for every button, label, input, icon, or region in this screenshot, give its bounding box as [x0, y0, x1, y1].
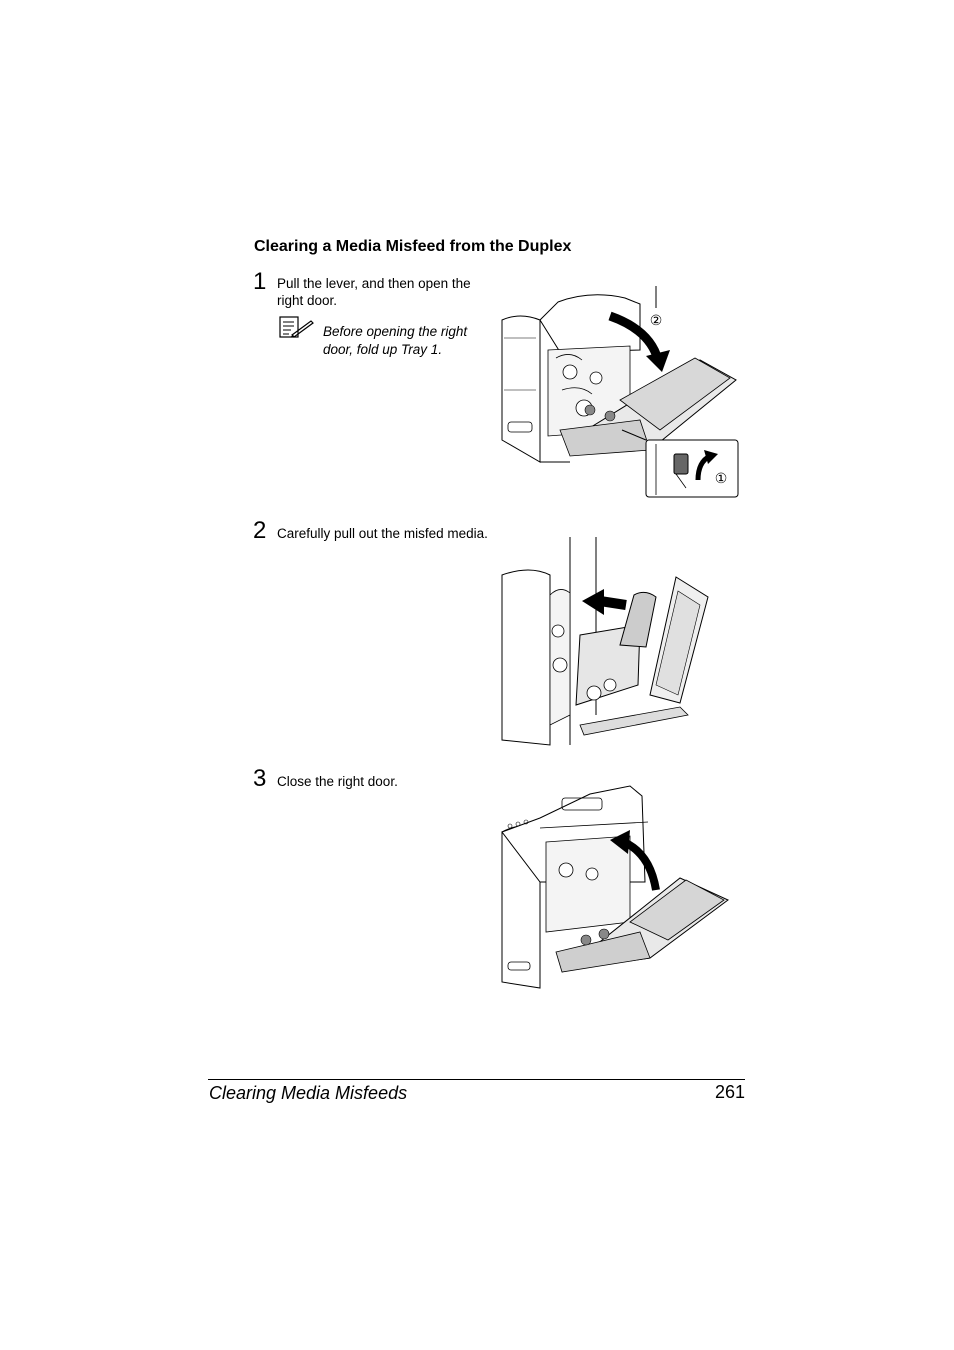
note-text: Before opening the right door, fold up T… — [323, 324, 468, 357]
footer-title: Clearing Media Misfeeds — [209, 1083, 408, 1103]
page-number: 261 — [714, 1082, 745, 1102]
step-3-text: Close the right door. — [277, 774, 398, 789]
illustration-close-right-door — [500, 782, 730, 992]
callout-2: ② — [649, 312, 663, 328]
step-3-number: 3 — [253, 765, 267, 792]
section-title: Clearing a Media Misfeed from the Duplex — [254, 238, 572, 255]
step-1-number: 1 — [253, 268, 267, 295]
step-2-text: Carefully pull out the misfed media. — [277, 526, 488, 541]
step-1-text: Pull the lever, and then open the right … — [277, 276, 471, 308]
step-2-number: 2 — [253, 517, 267, 544]
illustration-open-right-door — [500, 280, 745, 502]
illustration-pull-misfed-media — [500, 535, 710, 750]
footer-rule — [208, 1079, 745, 1080]
note-icon — [278, 315, 314, 339]
callout-1: ① — [714, 470, 728, 486]
